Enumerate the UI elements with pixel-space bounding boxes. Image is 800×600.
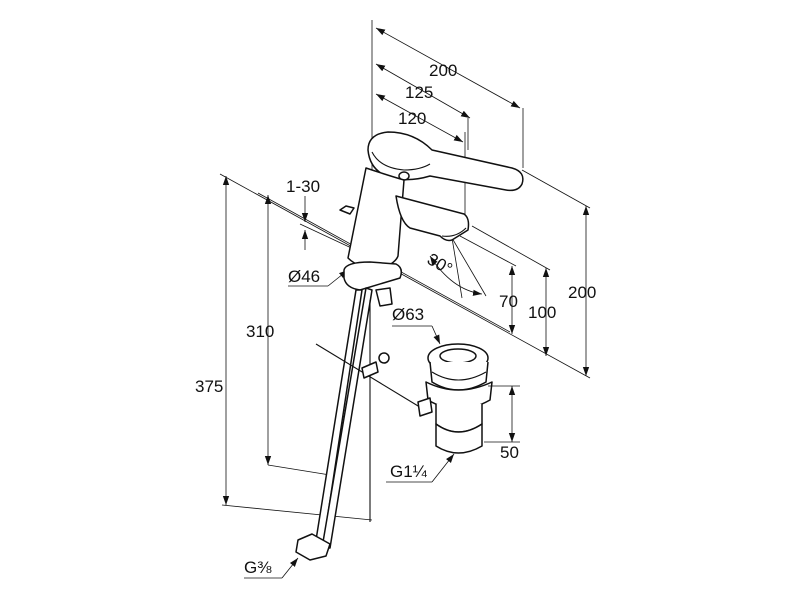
dimension-diameter-46: Ø46	[288, 267, 320, 286]
dimension-diameter-63: Ø63	[392, 305, 424, 324]
angle-dimension	[429, 237, 487, 299]
dimension-375: 375	[195, 377, 223, 396]
dimension-310: 310	[246, 322, 274, 341]
waste-thread-leader	[386, 453, 455, 483]
dimension-200-right: 200	[568, 283, 596, 302]
dimension-70: 70	[499, 292, 518, 311]
waste-height-dimension	[484, 385, 520, 443]
waste-thread-label: G1¼	[390, 462, 428, 481]
faucet-body	[295, 131, 524, 561]
dimension-1-30: 1-30	[286, 177, 320, 196]
waste-valve	[417, 343, 493, 454]
angle-label: 30°	[424, 249, 456, 278]
dimension-right-group	[459, 169, 591, 376]
waste-diameter-leader	[392, 325, 441, 345]
supply-thread-label: G⅜	[244, 558, 272, 577]
dimension-120: 120	[398, 109, 426, 128]
dimension-50: 50	[500, 443, 519, 462]
dimension-125: 125	[405, 83, 433, 102]
dimension-200-top: 200	[429, 61, 457, 80]
dimension-100: 100	[528, 303, 556, 322]
supply-thread-leader	[244, 557, 299, 579]
